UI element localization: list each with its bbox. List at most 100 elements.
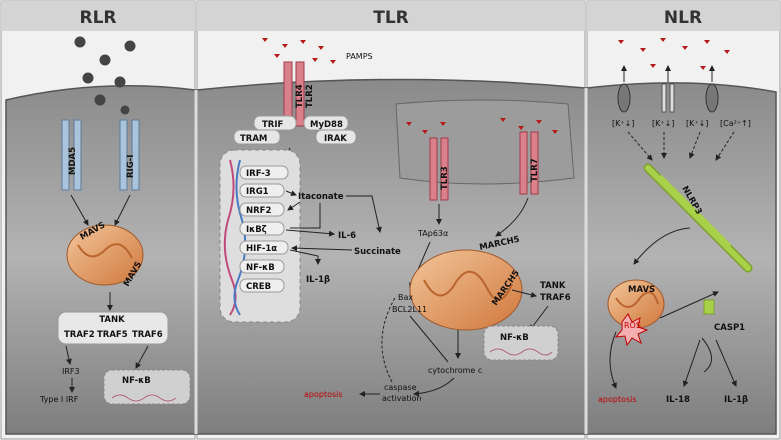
arrow-rigi-mavs: [114, 194, 131, 226]
gene-irf3: IRF-3: [246, 169, 271, 179]
gene-ikbz: IκBζ: [246, 225, 267, 235]
tlr-il1b-label: IL-1β: [306, 275, 330, 285]
rlr-mitochondrion: [66, 224, 144, 286]
succinate-label: Succinate: [354, 247, 401, 257]
rlr-tank: TANK: [99, 315, 125, 325]
rlr-irf3: IRF3: [62, 367, 80, 376]
tlr4-label: TLR4: [295, 84, 305, 108]
rlr-traf5: TRAF5: [97, 330, 128, 340]
arrow-nlrp3-mavs: [633, 227, 691, 265]
header-nlr: NLR: [664, 8, 702, 28]
header-tlr: TLR: [373, 8, 409, 28]
bcl2l11-label: BCL2L11: [392, 305, 427, 314]
gene-nfkb: NF-κB: [246, 263, 275, 273]
mda5-receptor: MDA5: [61, 119, 82, 191]
arrow-ikbz-il6: [285, 229, 335, 237]
arrow-itaconate-ikbz: [290, 203, 321, 229]
rig-i-receptor: RIG-I: [119, 119, 140, 191]
ros-burst-icon: [614, 313, 649, 347]
header-rlr: RLR: [79, 8, 116, 28]
ros-label: ROS: [624, 321, 641, 330]
cytc-label: cytochrome c: [428, 366, 482, 375]
arrow-traf-irf3: [65, 345, 72, 365]
arrow-mavs-casp1: [659, 291, 719, 319]
arrow-casp1-il18: [682, 339, 701, 387]
arrow-itaconate-succinate: [346, 195, 382, 233]
ion-channel-2: [661, 65, 675, 113]
casp1-label: CASP1: [714, 323, 745, 333]
cell-body: [5, 78, 777, 435]
rlr-traf6: TRAF6: [132, 330, 163, 340]
link-bax-cytc: [409, 315, 449, 363]
rlr-nfkb: NF-κB: [122, 376, 151, 386]
tlr7-label: TLR7: [530, 158, 540, 182]
tlr7-receptor: [519, 131, 539, 195]
arrow-k1-nlrp3: [627, 131, 653, 161]
tlr-gene-bubbles: [239, 165, 289, 293]
tlr-nfkb: NF-κB: [500, 333, 529, 343]
endosome-pamps: [406, 118, 558, 134]
tlr-traf6: TRAF6: [540, 293, 571, 303]
rig-i-label: RIG-I: [126, 155, 136, 178]
tlr-mitochondrion: [409, 249, 523, 331]
rlr-type1-irf: Type I IRF: [39, 395, 79, 404]
caspase-label: caspase: [384, 383, 417, 392]
link-casp1: [701, 337, 712, 373]
irak-label: IRAK: [324, 134, 347, 144]
header-rlr-bg: [1, 1, 195, 31]
arrow-traf6-nfkb: [135, 345, 149, 369]
tlr-adaptor-bubbles: [233, 115, 357, 145]
il18-label: IL-18: [666, 395, 690, 405]
tap63-label: TAp63α: [417, 229, 448, 238]
mda5-label: MDA5: [68, 147, 78, 175]
gene-nrf2: NRF2: [246, 206, 271, 216]
gene-irg1: IRG1: [246, 187, 269, 197]
ca-label: [Ca²⁺↑]: [720, 119, 751, 128]
trif-label: TRIF: [262, 120, 284, 130]
gene-hif1a: HIF-1α: [246, 244, 277, 254]
feedback-caspase-bax: [381, 295, 397, 383]
nlr-mavs: MAVS: [628, 285, 655, 295]
itaconate-label: Itaconate: [298, 192, 344, 202]
tlr-nfkb-box: [483, 325, 559, 361]
k-label-1: [K⁺↓]: [612, 119, 634, 128]
arrow-cytc-caspase: [413, 377, 455, 397]
nlr-il1b-label: IL-1β: [724, 395, 748, 405]
k-label-3: [K⁺↓]: [686, 119, 708, 128]
il6-label: IL-6: [338, 231, 356, 241]
header-nlr-bg: [587, 1, 780, 31]
k-label-2: [K⁺↓]: [652, 119, 674, 128]
arrow-ca-nlrp3: [715, 131, 735, 161]
endosome: [395, 99, 575, 185]
nlr-apoptosis: apoptosis: [598, 395, 637, 404]
tlr3-label: TLR3: [440, 166, 450, 190]
tlr2-label: TLR2: [305, 84, 315, 108]
arrow-casp1-il1b: [715, 339, 737, 387]
bax-label: Bax: [398, 293, 413, 302]
arrow-hif-il1b: [289, 249, 321, 265]
nlrp3-complex: [643, 163, 753, 273]
arrow-march5-tank: [511, 289, 537, 298]
rlr-nucleus-box: [103, 369, 191, 405]
virus-particles: [74, 36, 136, 115]
casp1-marker: [703, 299, 715, 315]
tlr3-receptor: [429, 137, 449, 201]
arrow-tlr7-march5: [495, 197, 529, 237]
ion-channel-3: [705, 65, 719, 113]
rlr-traf2: TRAF2: [64, 330, 95, 340]
pamps-label: PAMPS: [346, 52, 373, 61]
tlr-apoptosis: apoptosis: [304, 390, 343, 399]
arrow-succinate-hif: [291, 245, 353, 252]
tlr-tank: TANK: [540, 281, 566, 291]
gene-creb: CREB: [246, 282, 271, 292]
arrow-ros-apoptosis: [609, 331, 617, 389]
rlr-adapter-box: [57, 311, 169, 345]
nlr-pamps: [618, 38, 730, 70]
ion-channel-1: [617, 65, 631, 113]
tram-label: TRAM: [240, 134, 267, 144]
arrow-mda5-mavs: [70, 194, 89, 226]
header-tlr-bg: [197, 1, 585, 31]
pamps-particles: [262, 38, 336, 64]
